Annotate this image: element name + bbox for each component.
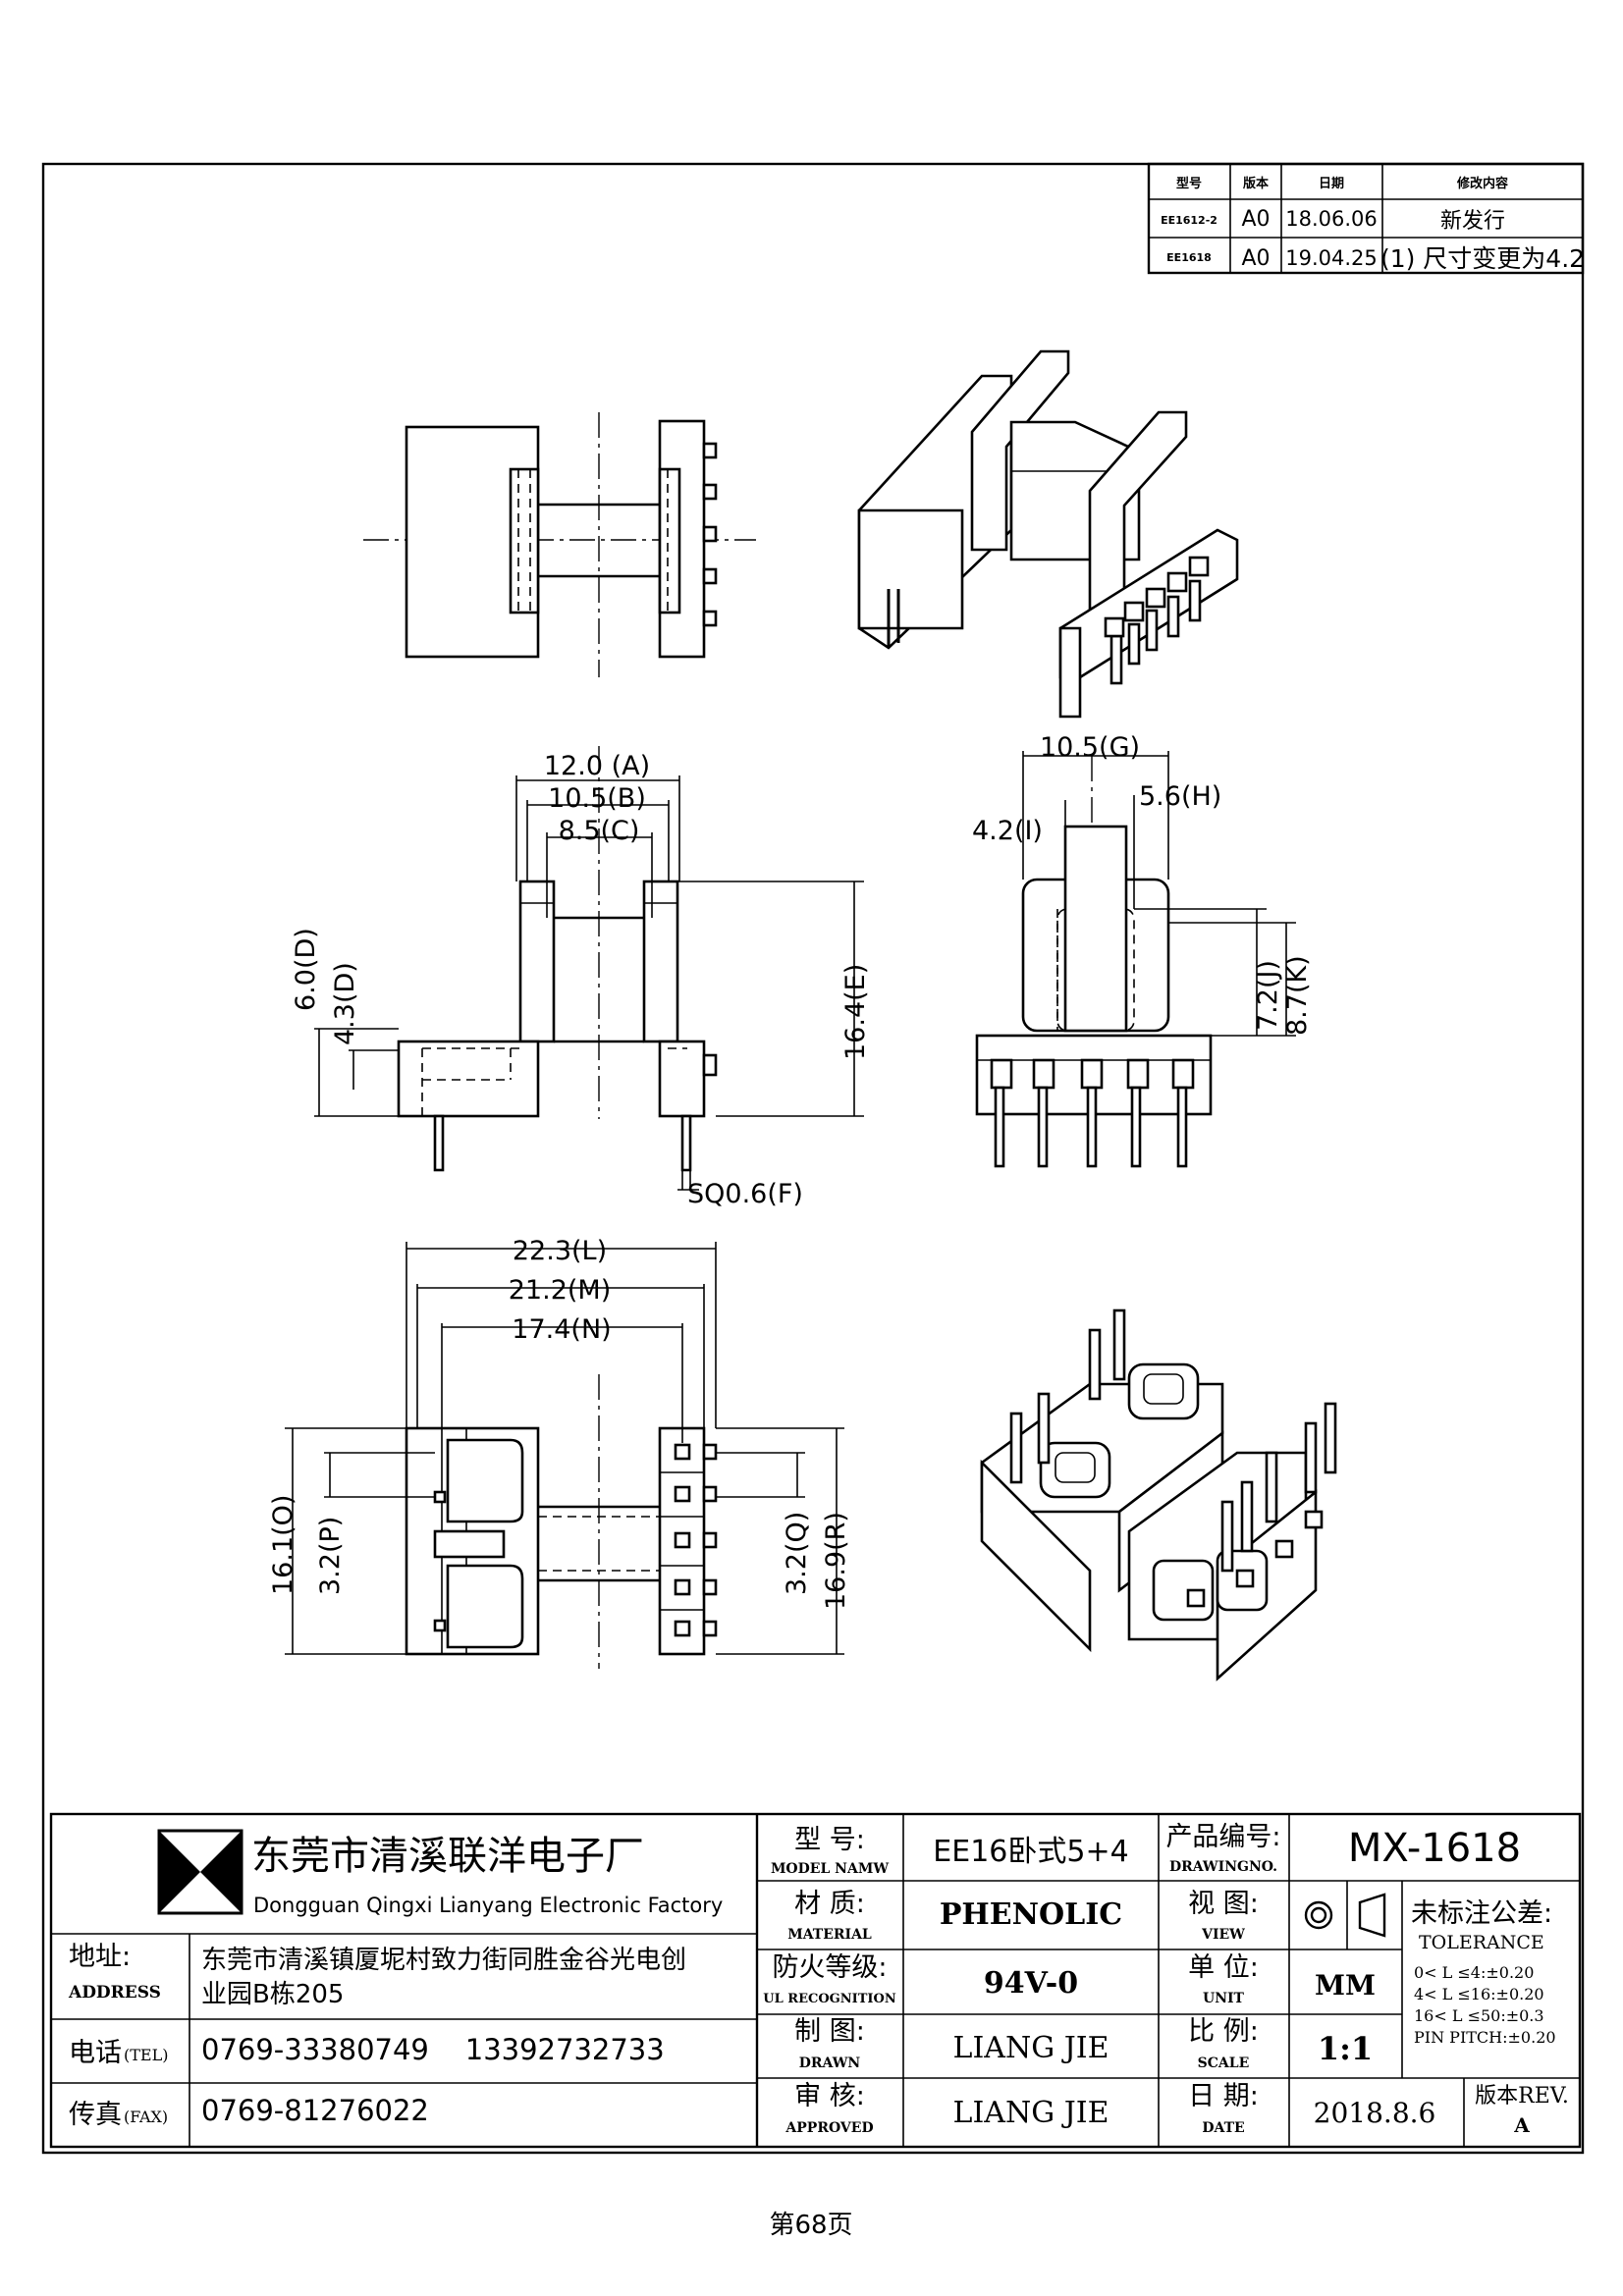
drawing-no-label-en: DRAWINGNO. [1169,1859,1277,1875]
tel-label: 电话 [69,2038,122,2068]
model-label: 型 号: [794,1825,865,1855]
drawing-no-value: MX-1618 [1348,1826,1521,1871]
page-number: 第68页 [769,2211,852,2240]
fax-value: 0769-81276022 [201,2094,429,2127]
tolerance-line: 16< L ≤50:±0.3 [1414,2006,1544,2025]
approved-label: 审 核: [794,2081,865,2111]
front-view-drawing [314,746,864,1191]
address-line1: 东莞市清溪镇厦坭村致力街同胜金谷光电创 [201,1946,686,1975]
rev-value: A [1513,2113,1530,2137]
revision-table: 型号 版本 日期 修改内容 EE1612-2 A0 18.06.06 新发行 E… [1147,162,1585,275]
dim-N: 17.4(N) [512,1314,611,1345]
date-label: 日 期: [1188,2081,1259,2111]
address-label: 地址: [69,1942,131,1972]
rev-row1-model: EE1612-2 [1161,214,1217,227]
address-label-en: ADDRESS [68,1983,161,2002]
approved-value: LIANG JIE [953,2096,1109,2130]
dim-C: 8.5(C) [559,816,640,846]
dim-F: SQ0.6(F) [687,1179,803,1209]
isometric-view-bottom [980,1308,1337,1682]
rev-header-date: 日期 [1319,177,1344,191]
material-value: PHENOLIC [940,1897,1122,1932]
tolerance-title-en: TOLERANCE [1419,1932,1544,1953]
ul-label-en: UL RECOGNITION [763,1992,896,2006]
dim-I: 4.2(I) [972,816,1043,846]
drawn-label-en: DRAWN [799,2056,861,2071]
rev-row2-content: (1) 尺寸变更为4.2 [1380,244,1585,273]
rev-header-version: 版本 [1243,176,1269,191]
dim-G: 10.5(G) [1040,732,1140,763]
fax-label-en: (FAX) [124,2108,168,2126]
rev-row2-date: 19.04.25 [1285,246,1378,270]
dim-A: 12.0 (A) [544,751,650,781]
company-name-en: Dongguan Qingxi Lianyang Electronic Fact… [253,1894,723,1917]
dim-O: 16.1(O) [268,1495,298,1595]
drawn-label: 制 图: [794,2016,865,2047]
date-value: 2018.8.6 [1314,2097,1436,2129]
tolerance-title: 未标注公差: [1411,1898,1552,1929]
tolerance-line: PIN PITCH:±0.20 [1414,2028,1556,2047]
unit-label-en: UNIT [1203,1991,1245,2006]
top-view-drawing [363,412,756,677]
date-label-en: DATE [1202,2120,1244,2136]
title-block [49,1812,1582,2149]
company-logo [157,1829,243,1915]
tolerance-line: 0< L ≤4:±0.20 [1414,1963,1534,1982]
approved-label-en: APPROVED [784,2120,873,2136]
tel-label-en: (TEL) [124,2046,168,2064]
model-value: EE16卧式5+4 [933,1835,1128,1869]
rev-row1-date: 18.06.06 [1285,207,1378,231]
view-label: 视 图: [1188,1889,1259,1919]
dim-M: 21.2(M) [509,1275,611,1306]
drawn-value: LIANG JIE [953,2031,1109,2065]
material-label: 材 质: [794,1889,865,1919]
dim-R: 16.9(R) [821,1512,851,1610]
dim-E: 16.4(E) [840,964,871,1060]
unit-value: MM [1315,1969,1376,2002]
material-label-en: MATERIAL [787,1927,872,1943]
drawing-no-label: 产品编号: [1165,1822,1280,1852]
bottom-view-drawing [285,1242,844,1669]
scale-label-en: SCALE [1198,2056,1250,2071]
dim-D1: 6.0(D) [291,928,321,1011]
dim-B: 10.5(B) [548,783,646,814]
fax-label: 传真 [69,2100,122,2130]
scale-label: 比 例: [1188,2016,1259,2047]
scale-value: 1:1 [1318,2030,1373,2067]
rev-row1-version: A0 [1241,207,1270,232]
dim-P: 3.2(P) [315,1517,346,1595]
ul-value: 94V-0 [984,1966,1078,2001]
tel-value: 0769-33380749 13392732733 [201,2033,665,2066]
dim-K: 8.7(K) [1282,955,1313,1036]
rev-row2-version: A0 [1241,246,1270,271]
tolerance-line: 4< L ≤16:±0.20 [1414,1985,1544,2003]
rev-header-content: 修改内容 [1456,176,1508,191]
dim-H: 5.6(H) [1139,781,1221,812]
isometric-view-top [857,349,1239,719]
ul-label: 防火等级: [772,1952,887,1983]
side-view-drawing [975,751,1296,1168]
unit-label: 单 位: [1188,1952,1259,1983]
view-label-en: VIEW [1201,1927,1245,1943]
rev-row2-model: EE1618 [1166,251,1212,264]
dim-Q: 3.2(Q) [782,1512,812,1595]
company-name-cn: 东莞市清溪联洋电子厂 [251,1834,644,1879]
rev-header-model: 型号 [1176,176,1202,191]
model-label-en: MODEL NAMW [771,1861,889,1877]
rev-row1-content: 新发行 [1440,209,1505,234]
dim-L: 22.3(L) [513,1236,607,1266]
projection-symbol-icon [1304,1893,1386,1938]
rev-label: 版本REV. [1475,2084,1569,2109]
drawing-frame [41,162,1585,2155]
dim-D2: 4.3(D) [330,962,360,1045]
dim-J: 7.2(J) [1253,960,1283,1031]
address-line2: 业园B栋205 [201,1980,344,2009]
